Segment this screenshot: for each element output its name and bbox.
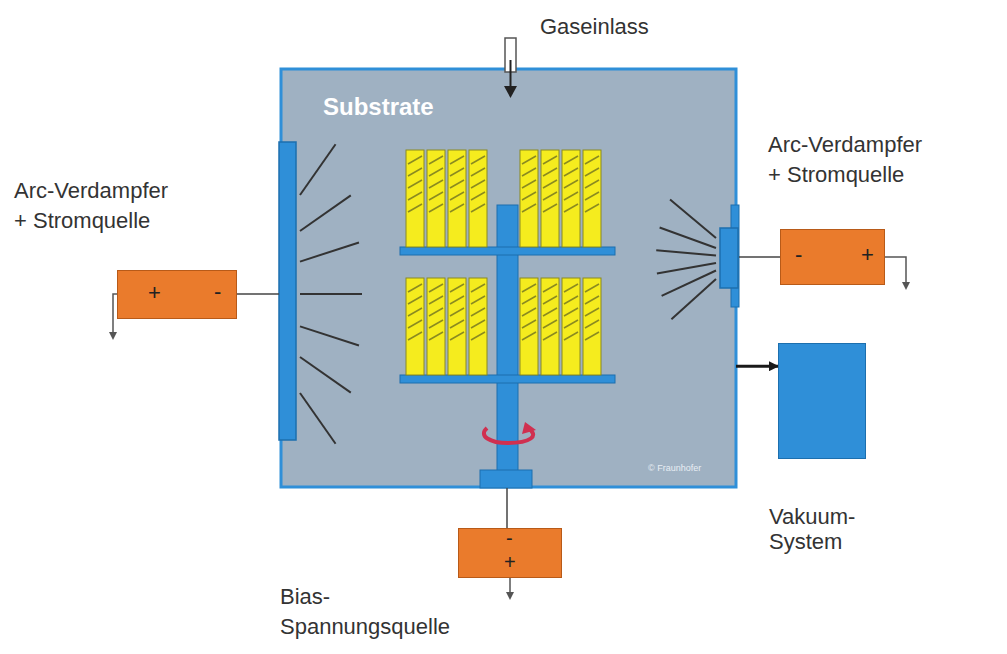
arc-power-source: -+ (780, 229, 885, 285)
evaporator-label: Arc-Verdampfer + Stromquelle (14, 176, 186, 235)
plasma-rays-right (656, 199, 716, 319)
copyright-watermark: © Fraunhofer (648, 463, 701, 474)
wire-right (739, 256, 780, 258)
node-text: - (795, 242, 802, 267)
node-text: Vakuum- System (769, 504, 879, 555)
vacuum-system: Vakuum- System (778, 343, 866, 459)
chamber-wall (281, 69, 736, 487)
ground-right (885, 257, 906, 286)
gas-arrow-head (504, 86, 517, 98)
rotation-arrow-head (522, 422, 536, 434)
gas-inlet-label: Gaseinlass (540, 12, 649, 42)
node-text: - (214, 279, 221, 304)
node-text: + (861, 242, 874, 267)
arc-cathode-left (279, 142, 296, 440)
bias-source-label: Bias- Spannungsquelle (280, 582, 480, 641)
holder-shaft (497, 205, 518, 475)
node-text: + (148, 280, 161, 305)
node-text: Substrate (323, 93, 434, 121)
arc-power-source: +- (117, 270, 237, 319)
bias-voltage-source: -+ (458, 528, 562, 578)
node-text: + (504, 551, 516, 574)
arc-cathode-right (720, 228, 738, 288)
vacuum-chamber: Substrate (281, 69, 736, 487)
holder-feedthrough (480, 470, 532, 488)
holder-plate-bottom (400, 375, 615, 383)
evaporator-label: Arc-Verdampfer + Stromquelle (768, 130, 940, 189)
pump-arrow (736, 365, 778, 368)
wire-left (237, 293, 279, 295)
node-text: - (506, 527, 513, 550)
drill-tools (406, 150, 601, 375)
ground-bias (509, 578, 511, 596)
plasma-rays-left (300, 144, 362, 444)
holder-plate-top (400, 247, 615, 255)
wire-bias (506, 488, 508, 528)
